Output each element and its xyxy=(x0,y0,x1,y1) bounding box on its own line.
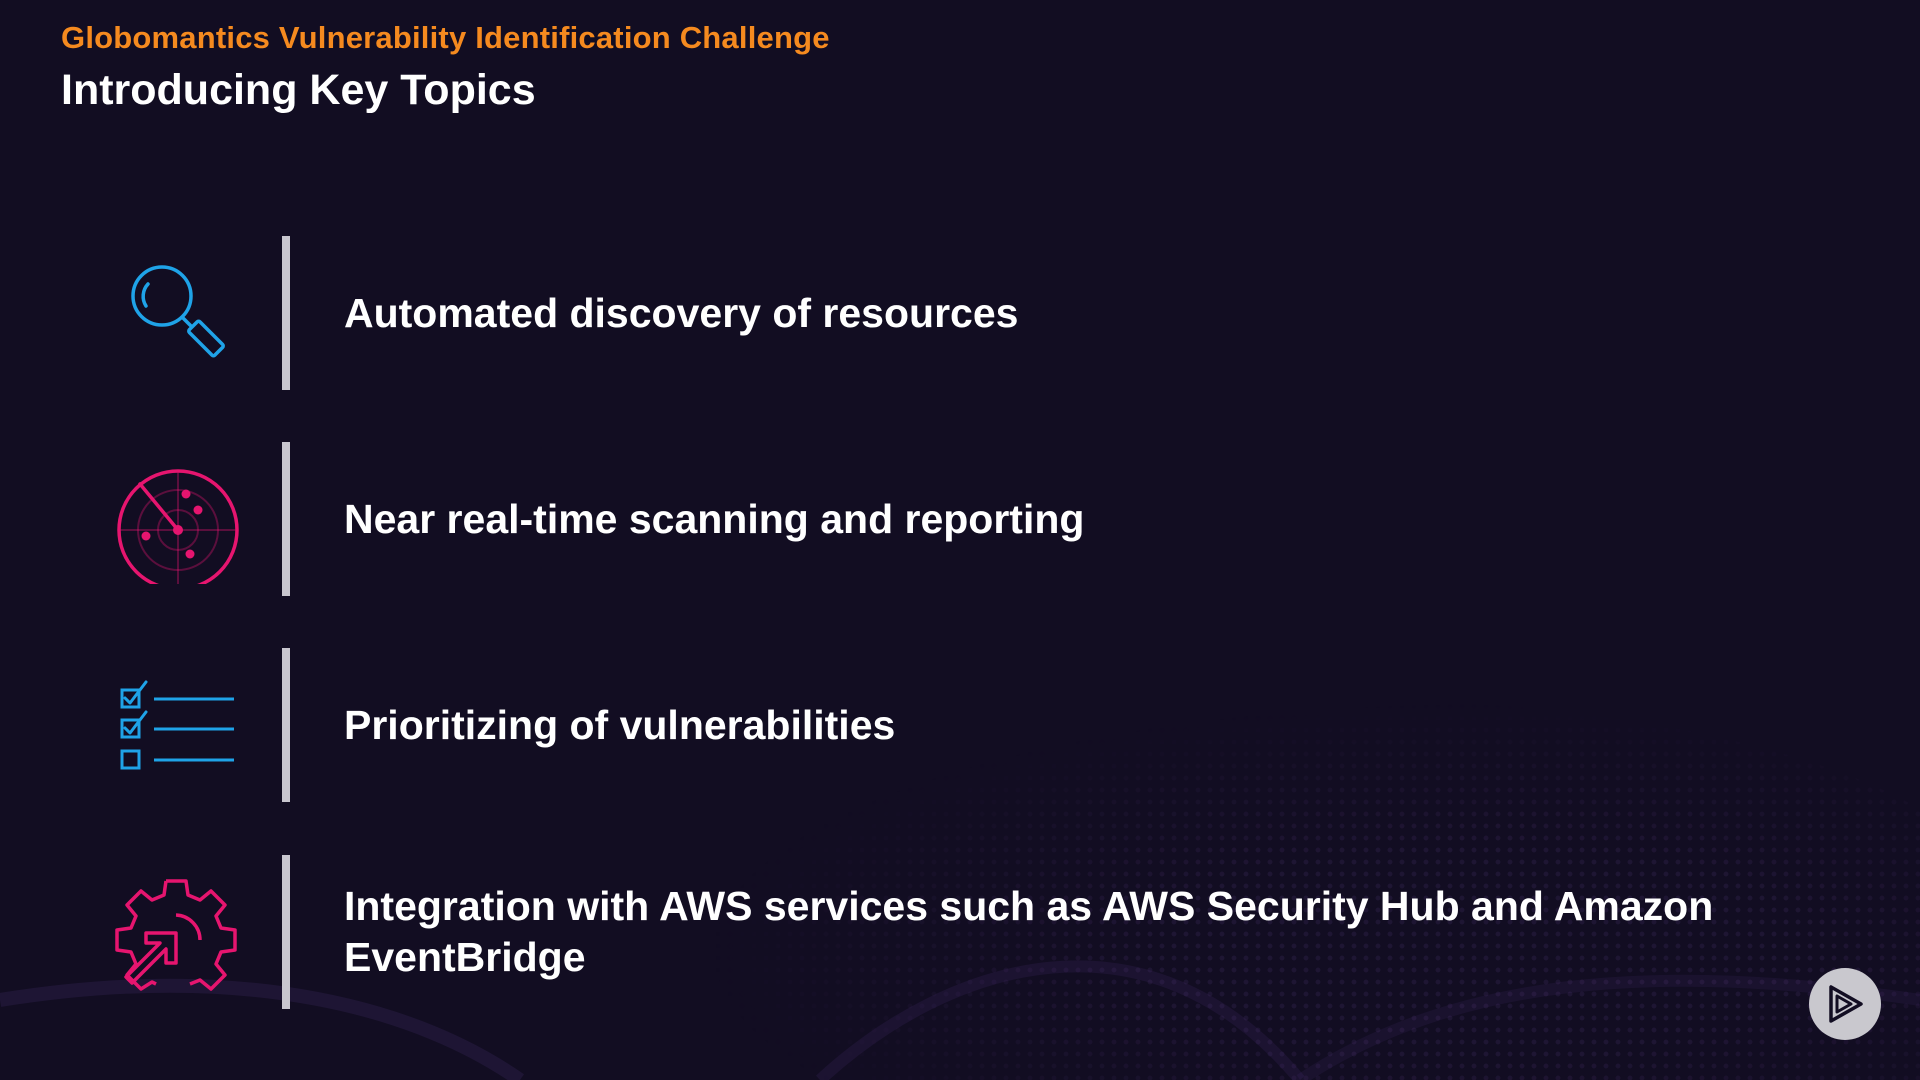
topic-text: Prioritizing of vulnerabilities xyxy=(344,701,896,748)
slide-title: Introducing Key Topics xyxy=(61,66,536,114)
magnifier-icon xyxy=(131,265,225,358)
topic-item-scanning: Near real-time scanning and reporting xyxy=(100,442,1800,596)
course-kicker: Globomantics Vulnerability Identificatio… xyxy=(61,20,830,55)
topic-item-prioritizing: Prioritizing of vulnerabilities xyxy=(100,648,1800,802)
topic-divider xyxy=(282,648,290,802)
pluralsight-play-icon[interactable] xyxy=(1809,968,1881,1040)
radar-icon xyxy=(117,469,239,584)
topic-divider xyxy=(282,855,290,1009)
play-triangle-icon xyxy=(1829,985,1863,1023)
topic-text: Integration with AWS services such as AW… xyxy=(344,883,1714,980)
topic-item-integration: Integration with AWS services such as AW… xyxy=(100,855,1800,1009)
gear-arrow-icon xyxy=(115,879,237,991)
topic-item-discovery: Automated discovery of resources xyxy=(100,236,1800,390)
topic-divider xyxy=(282,442,290,596)
checklist-icon xyxy=(120,680,234,770)
topic-text: Automated discovery of resources xyxy=(344,289,1019,336)
background-dot-pattern xyxy=(700,700,1920,1080)
topic-divider xyxy=(282,236,290,390)
topic-text: Near real-time scanning and reporting xyxy=(344,495,1085,542)
